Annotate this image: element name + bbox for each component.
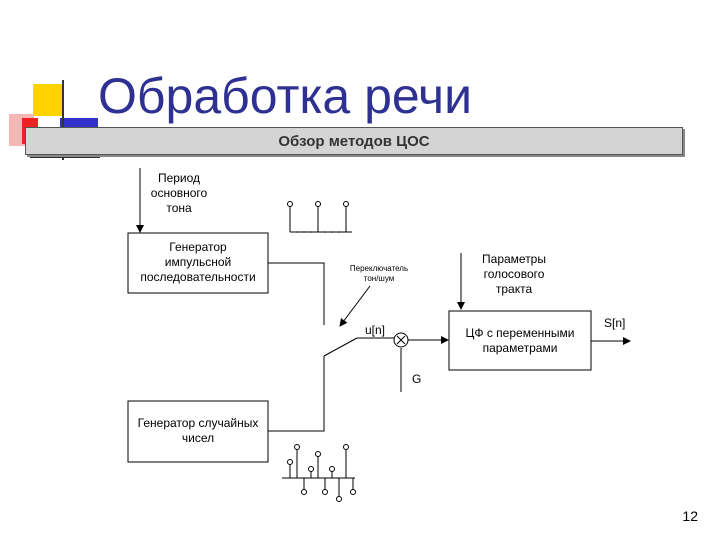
vocal-params-line-1: Параметры xyxy=(482,252,546,266)
pitch-period-line-3: тона xyxy=(166,201,192,215)
pitch-period-line-2: основного xyxy=(150,186,208,200)
slide-title: Обработка речи xyxy=(98,68,472,124)
noise-samples-bottom xyxy=(282,444,356,502)
vocal-params-line-3: тракта xyxy=(495,282,533,296)
switch-label: Переключатель тон/шум xyxy=(340,264,418,284)
vocal-params-label: Параметры голосового тракта xyxy=(466,252,562,297)
switch-label-line-2: тон/шум xyxy=(363,274,395,283)
random-generator-line-1: Генератор случайных xyxy=(137,416,259,430)
filter-block-label: ЦФ с переменными параметрами xyxy=(449,326,591,356)
impulse-generator-label: Генератор импульсной последовательности xyxy=(128,240,268,285)
signal-sn-label: S[n] xyxy=(604,316,626,330)
subtitle-bar: Обзор методов ЦОС xyxy=(25,127,683,155)
slide-subtitle: Обзор методов ЦОС xyxy=(278,132,430,150)
random-generator-label: Генератор случайных чисел xyxy=(128,416,268,446)
deco-vertical-line xyxy=(62,80,64,160)
impulse-generator-line-2: импульсной xyxy=(164,255,232,269)
signal-un-label: u[n] xyxy=(365,323,386,337)
impulse-generator-line-1: Генератор xyxy=(169,240,227,254)
random-output-line xyxy=(268,356,325,432)
random-generator-line-2: чисел xyxy=(181,431,215,445)
impulse-generator-line-3: последовательности xyxy=(140,270,256,284)
vocal-params-line-2: голосового xyxy=(483,267,545,281)
page-number: 12 xyxy=(682,508,698,524)
pitch-period-label: Период основного тона xyxy=(134,171,224,216)
filter-block-line-2: параметрами xyxy=(482,341,558,355)
impulse-generator-block xyxy=(127,232,269,294)
gain-label: G xyxy=(412,372,422,386)
switch-label-line-1: Переключатель xyxy=(349,264,409,273)
arrow-switch-label xyxy=(339,285,371,327)
impulse-output-line xyxy=(268,262,325,325)
deco-square-yellow xyxy=(33,84,63,116)
pitch-period-line-1: Период xyxy=(157,171,201,185)
switch-blade xyxy=(323,337,358,357)
impulse-train-top xyxy=(287,201,352,233)
deco-horizontal-line xyxy=(30,156,100,158)
filter-block xyxy=(448,310,592,371)
filter-block-line-1: ЦФ с переменными xyxy=(465,326,575,340)
